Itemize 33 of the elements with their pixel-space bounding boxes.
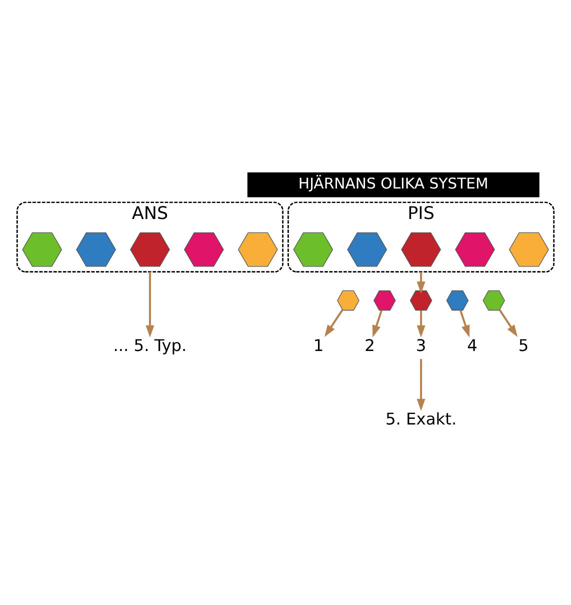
arrow [416,358,426,411]
node-hexagon [337,290,360,311]
node-text: ... 5. Typ. [113,336,187,355]
node-hexagon [76,232,116,267]
node-hexagon [508,232,549,267]
arrow [460,310,470,338]
arrow [498,309,518,338]
cluster: ANS [16,202,284,272]
node-hexagon [293,232,334,267]
arrow [324,309,344,338]
node-hexagon [401,232,441,267]
node-hexagon [184,232,224,267]
node-hexagon [482,290,506,311]
arrow [416,310,426,338]
arrow [146,272,154,338]
node-hexagon [22,232,62,267]
node-text: 3 [416,336,426,355]
arrow [416,272,426,294]
node-hexagon [238,232,278,267]
node-text: 4 [467,336,478,355]
node-text: 5. Exakt. [385,409,457,428]
node-hexagon [455,232,495,267]
node-text: 2 [364,336,375,355]
diagram-title: HJÄRNANS OLIKA SYSTEM [298,176,488,193]
node-text: 5 [518,336,529,355]
node-hexagon [130,232,170,267]
node-hexagon [446,290,469,311]
cluster: PIS [288,202,555,272]
node-text: 1 [313,336,324,355]
node-hexagon [410,290,432,311]
arrow [372,310,382,338]
node-hexagon [347,232,388,267]
node-hexagon [373,290,396,311]
